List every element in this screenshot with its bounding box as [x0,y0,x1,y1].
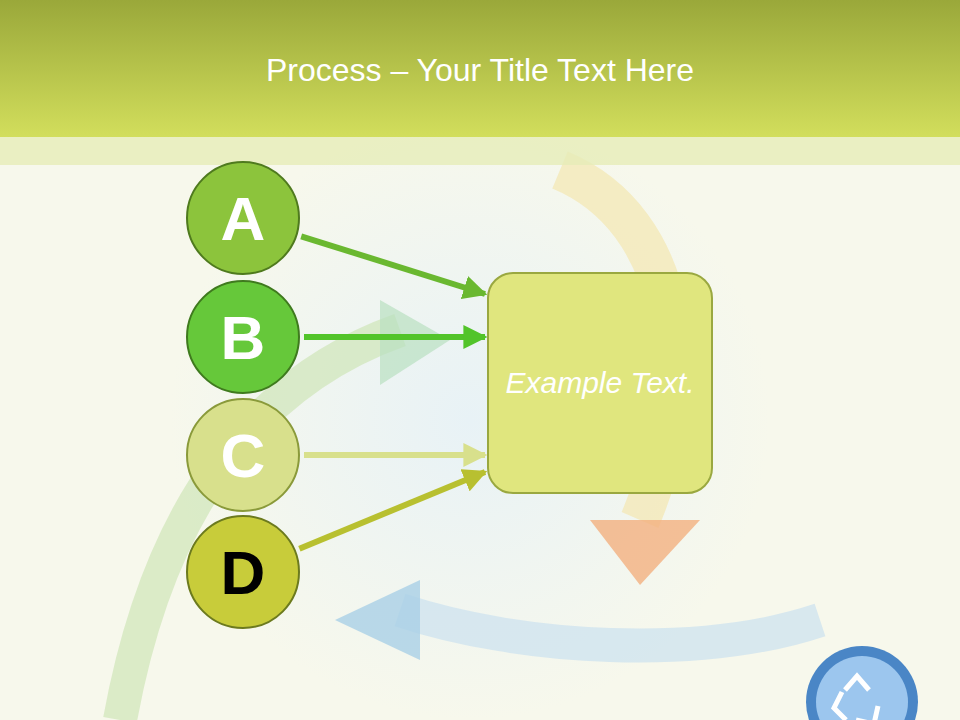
arrow-connector [304,334,485,340]
process-box: Example Text. [487,272,713,494]
arrow-connector [304,452,485,458]
slide-title: Process – Your Title Text Here [0,52,960,89]
arrow-connector [299,472,485,549]
step-letter: A [221,183,266,254]
step-letter: C [221,420,266,491]
box-text: Example Text. [506,361,695,405]
step-circle: D [186,515,300,629]
step-circle: B [186,280,300,394]
step-letter: D [221,537,266,608]
step-circle: A [186,161,300,275]
arrow-connector [301,236,485,294]
step-letter: B [221,302,266,373]
step-circle: C [186,398,300,512]
